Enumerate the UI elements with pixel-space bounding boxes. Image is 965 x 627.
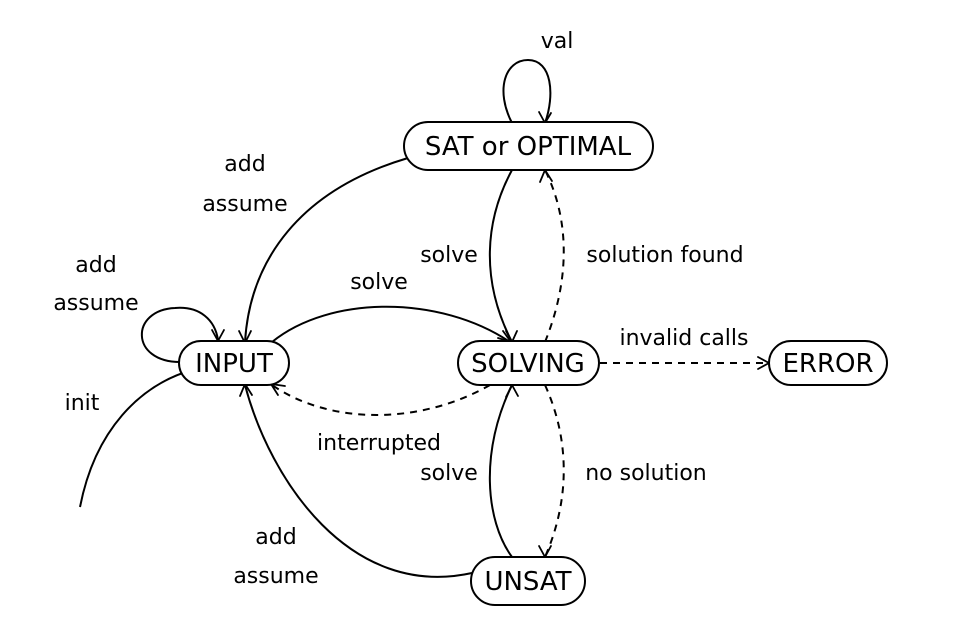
label-input-loop-add: add — [75, 253, 116, 278]
label-unsat-to-input-add: add — [255, 525, 296, 550]
label-solving-to-sat: solution found — [586, 243, 743, 268]
label-unsat-to-input-assume: assume — [233, 564, 318, 589]
state-unsat-label: UNSAT — [484, 567, 571, 597]
label-input-to-solving: solve — [350, 270, 408, 295]
edge-input-to-solving — [271, 305, 511, 343]
state-solving-label: SOLVING — [471, 349, 585, 379]
state-error: ERROR — [768, 340, 888, 386]
state-error-label: ERROR — [782, 349, 873, 379]
edge-solving-to-unsat — [544, 384, 565, 558]
edge-unsat-to-input — [244, 384, 473, 578]
label-sat-to-solving: solve — [420, 243, 478, 268]
edge-solving-to-sat — [544, 169, 565, 343]
label-sat-loop: val — [541, 29, 574, 54]
arrowhead-solving-to-unsat — [538, 545, 552, 558]
label-init: init — [65, 391, 100, 416]
label-solving-to-unsat: no solution — [585, 461, 707, 486]
state-input: INPUT — [178, 340, 290, 386]
edge-unsat-to-solving — [488, 384, 513, 558]
state-unsat: UNSAT — [470, 556, 586, 606]
edge-sat-to-solving — [488, 169, 513, 343]
label-sat-to-input-assume: assume — [202, 192, 287, 217]
label-input-loop-assume: assume — [53, 291, 138, 316]
state-sat-or-optimal: SAT or OPTIMAL — [403, 121, 654, 171]
edge-solving-to-input — [271, 384, 491, 416]
label-solving-to-error: invalid calls — [619, 326, 748, 351]
label-sat-to-input-add: add — [224, 152, 265, 177]
edge-init — [79, 369, 193, 508]
label-unsat-to-solving: solve — [420, 461, 478, 486]
edge-sat-loop — [502, 58, 552, 124]
edge-input-loop — [140, 306, 219, 363]
state-sat-label: SAT or OPTIMAL — [425, 132, 632, 162]
label-solving-to-input: interrupted — [317, 431, 441, 456]
arrowhead-unsat-to-solving — [505, 384, 519, 398]
state-solving: SOLVING — [457, 340, 600, 386]
state-input-label: INPUT — [195, 349, 273, 379]
edge-sat-to-input — [244, 157, 409, 343]
arrowhead-solving-to-sat — [539, 169, 553, 183]
